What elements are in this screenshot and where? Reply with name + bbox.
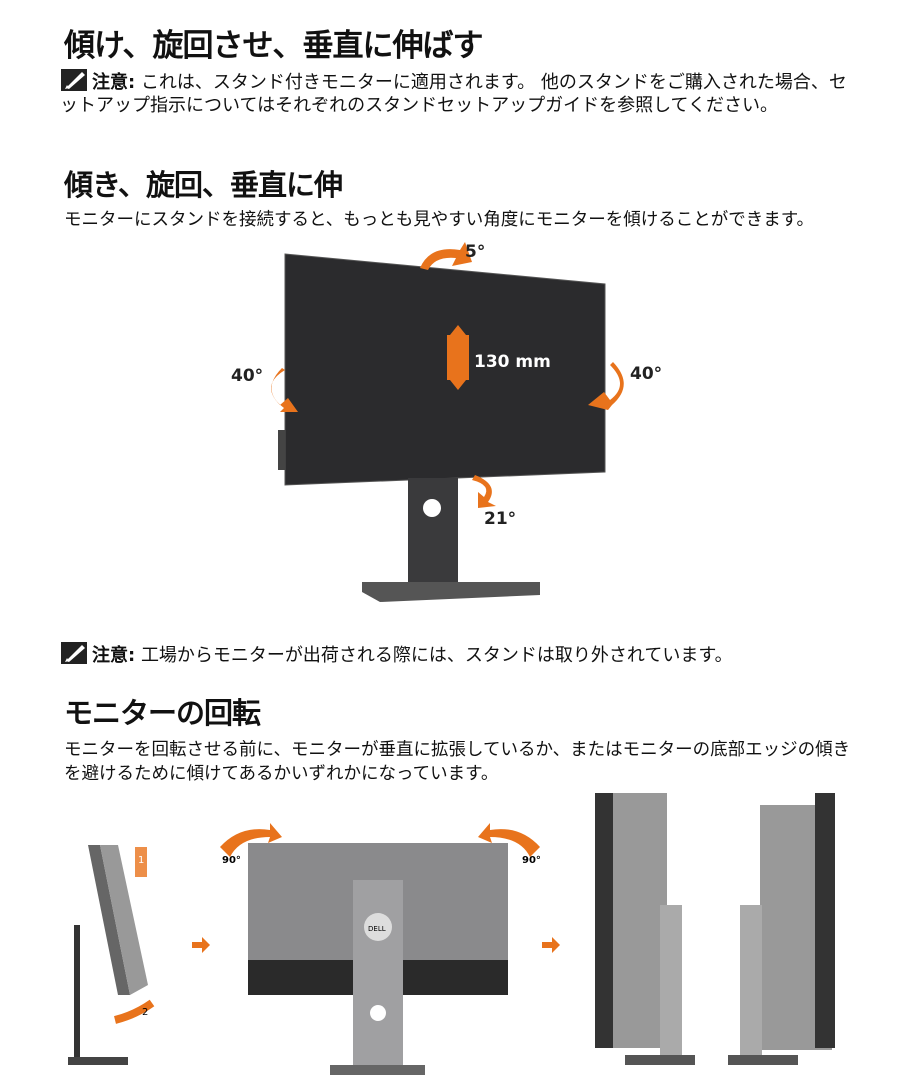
note-label: 注意: xyxy=(92,72,136,93)
swivel-right-label: 40° xyxy=(630,364,663,384)
note-text: これは、スタンド付きモニターに適用されます。 他のスタンドをご購入された場合、セ… xyxy=(60,72,847,116)
tilt-up-arrow xyxy=(420,242,472,270)
section-text-rotate: モニターを回転させる前に、モニターが垂直に拡張しているか、またはモニターの底部エ… xyxy=(64,740,851,784)
next-arrow xyxy=(542,937,560,953)
step1-label: 1 xyxy=(138,855,144,866)
tilt-down-arrow xyxy=(472,475,496,508)
note-text: 工場からモニターが出荷される際には、スタンドは取り外されています。 xyxy=(140,645,733,666)
stand-base xyxy=(362,582,540,602)
note-label: 注意: xyxy=(92,645,136,666)
height-arrow xyxy=(447,325,469,390)
note-stand: 注意: これは、スタンド付きモニターに適用されます。 他のスタンドをご購入された… xyxy=(60,68,850,117)
rotation-diagram: 1 2 DELL 90° 90° xyxy=(68,793,835,1075)
dell-logo: DELL xyxy=(368,925,386,933)
section-heading-tilt: 傾き、旋回、垂直に伸 xyxy=(64,168,343,202)
swivel-left-label: 40° xyxy=(231,366,264,386)
note-pencil-icon xyxy=(61,69,87,91)
section-heading-rotate: モニターの回転 xyxy=(64,696,261,730)
tilt-down-label: 21° xyxy=(484,509,517,529)
note-pencil-icon xyxy=(61,642,87,664)
height-label: 130 mm xyxy=(474,352,551,372)
note-shipping: 注意: 工場からモニターが出荷される際には、スタンドは取り外されています。 xyxy=(60,641,850,667)
swivel-left-arrow xyxy=(271,368,298,412)
swivel-right-arrow xyxy=(588,362,624,410)
arrows xyxy=(271,242,624,508)
tilt-swivel-diagram xyxy=(271,242,624,602)
rot-right-label: 90° xyxy=(522,855,541,866)
monitor-screen xyxy=(284,253,606,486)
section-text-tilt: モニターにスタンドを接続すると、もっとも見やすい角度にモニターを傾けることができ… xyxy=(64,210,815,230)
stand-neck xyxy=(408,478,458,598)
page-title: 傾け、旋回させ、垂直に伸ばす xyxy=(64,28,483,64)
next-arrow xyxy=(192,937,210,953)
rot-left-label: 90° xyxy=(222,855,241,866)
tilt-up-label: 5° xyxy=(465,242,486,262)
step2-label: 2 xyxy=(142,1007,148,1018)
